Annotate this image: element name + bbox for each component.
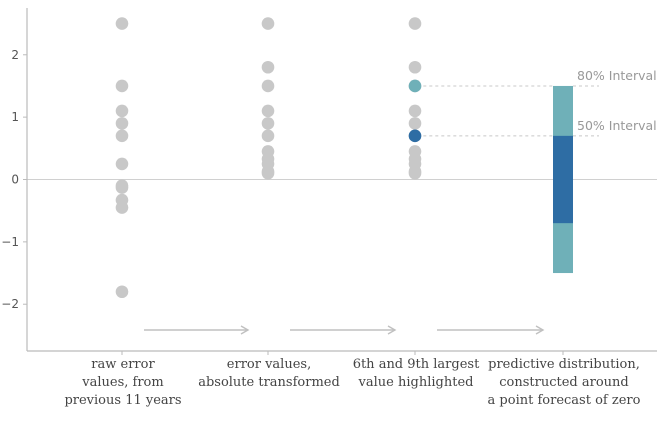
data-point bbox=[261, 166, 275, 180]
data-point bbox=[261, 17, 275, 30]
category-label: a point forecast of zero bbox=[488, 393, 641, 408]
axes-layer bbox=[23, 8, 657, 355]
data-point bbox=[408, 117, 422, 130]
category-label: value highlighted bbox=[358, 375, 474, 390]
data-point bbox=[115, 104, 129, 118]
category-label: raw error bbox=[91, 357, 155, 372]
interval-label: 80% Interval bbox=[577, 68, 657, 83]
data-point bbox=[261, 129, 275, 143]
y-tick-label: 2 bbox=[11, 48, 19, 62]
y-tick-label: 0 bbox=[11, 173, 19, 187]
points-layer bbox=[115, 17, 422, 299]
data-point bbox=[408, 104, 422, 118]
y-tick-label: 1 bbox=[11, 110, 19, 124]
data-point bbox=[115, 79, 129, 93]
arrow-head bbox=[535, 325, 545, 335]
data-point bbox=[115, 201, 129, 214]
data-point bbox=[261, 117, 275, 130]
data-point bbox=[115, 157, 129, 171]
highlighted-point bbox=[408, 79, 422, 93]
category-label: absolute transformed bbox=[198, 375, 340, 390]
data-point bbox=[408, 166, 422, 180]
category-label: 6th and 9th largest bbox=[353, 357, 480, 372]
data-point bbox=[115, 285, 129, 299]
arrow-head bbox=[387, 325, 397, 335]
data-point bbox=[261, 79, 275, 93]
category-label: previous 11 years bbox=[64, 393, 181, 408]
data-point bbox=[261, 104, 275, 118]
text-layer: 2 1 0 −1 −2 raw error values, from previous 11 … bbox=[1, 48, 656, 408]
data-point bbox=[408, 17, 422, 30]
data-point bbox=[115, 129, 129, 143]
connector-layer bbox=[423, 85, 599, 137]
category-label: constructed around bbox=[499, 375, 628, 390]
data-point bbox=[408, 60, 422, 74]
data-point bbox=[115, 117, 129, 130]
category-label: error values, bbox=[227, 357, 311, 372]
category-label: values, from bbox=[81, 375, 163, 390]
arrow-head bbox=[240, 325, 250, 335]
y-tick-label: −2 bbox=[1, 297, 19, 311]
y-tick-label: −1 bbox=[1, 235, 19, 249]
highlighted-point bbox=[408, 129, 422, 143]
arrows-layer bbox=[144, 325, 545, 335]
interval-bars-layer bbox=[553, 85, 573, 274]
interval-label: 50% Interval bbox=[577, 118, 657, 133]
data-point bbox=[115, 181, 129, 194]
data-point bbox=[115, 17, 129, 30]
category-label: predictive distribution, bbox=[488, 357, 640, 372]
data-point bbox=[261, 60, 275, 74]
interval-bar bbox=[553, 135, 573, 224]
